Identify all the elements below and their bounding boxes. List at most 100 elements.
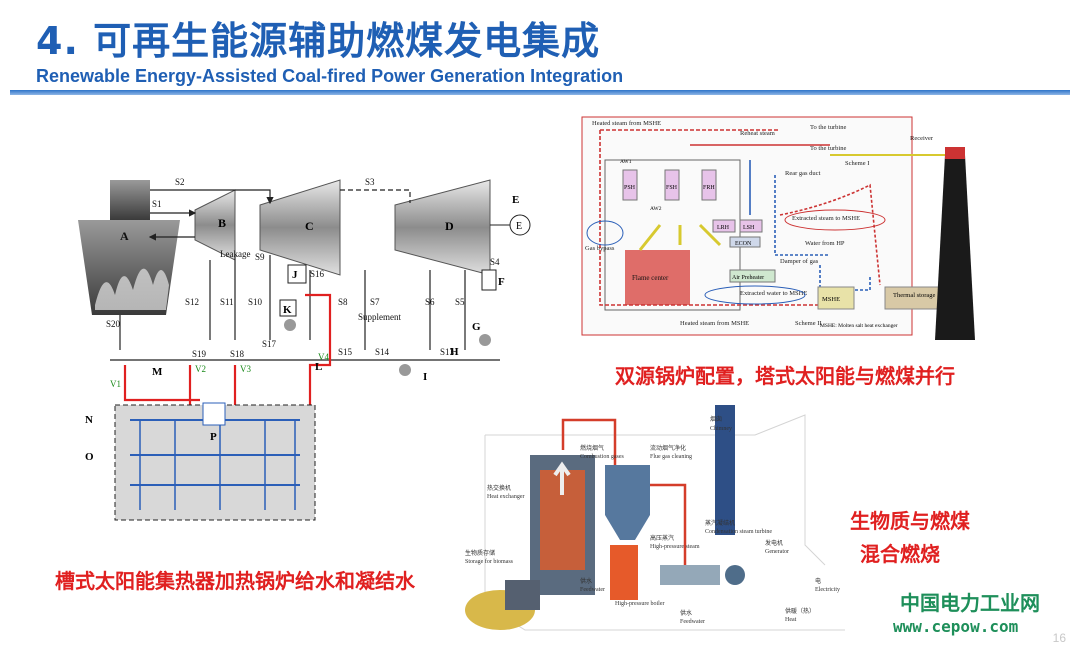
svg-text:S1: S1 [152,199,162,209]
svg-text:H: H [450,346,459,358]
solar-field: P N O [85,402,316,521]
svg-text:L: L [315,361,322,373]
svg-text:To the turbine: To the turbine [810,124,846,131]
svg-text:S13: S13 [440,347,455,357]
generator-e: E E [490,194,531,236]
svg-text:Scheme II: Scheme II [795,320,822,327]
slide-subtitle: Renewable Energy-Assisted Coal-fired Pow… [36,66,624,86]
svg-text:Flame center: Flame center [632,274,669,282]
svg-text:Feedwater: Feedwater [680,619,705,625]
svg-text:O: O [85,451,94,463]
svg-text:S9: S9 [255,252,265,262]
svg-text:供水: 供水 [580,577,592,585]
svg-text:电: 电 [815,577,821,585]
svg-text:AW1: AW1 [620,159,632,165]
solar-trough-caption: 槽式太阳能集热器加热锅炉给水和凝结水 [55,569,415,593]
svg-text:To the turbine: To the turbine [810,145,846,152]
biomass-pile [465,580,540,630]
svg-text:Heated steam from MSHE: Heated steam from MSHE [680,320,749,327]
svg-text:MSHE: Molten salt heat exchang: MSHE: Molten salt heat exchanger [820,323,898,329]
svg-text:M: M [152,366,163,378]
svg-text:Supplement: Supplement [358,312,401,322]
tower-solar-diagram: Heated steam from MSHE Reheat steam To t… [581,116,975,340]
red-feedwater-line [123,293,332,405]
svg-text:V4: V4 [318,352,329,362]
svg-text:燃烧烟气: 燃烧烟气 [580,444,604,452]
svg-text:S12: S12 [185,297,199,307]
svg-text:Storage for biomass: Storage for biomass [465,558,514,565]
svg-text:MSHE: MSHE [822,296,840,303]
svg-text:生物质存储: 生物质存储 [465,549,495,557]
svg-text:S7: S7 [370,297,380,307]
svg-text:供暖（热）: 供暖（热） [785,607,815,615]
svg-text:Extracted steam to MSHE: Extracted steam to MSHE [792,215,860,222]
svg-text:S5: S5 [455,297,465,307]
svg-text:S20: S20 [106,319,121,329]
svg-text:K: K [283,304,292,316]
svg-text:E: E [516,221,522,232]
tower-labels: Heated steam from MSHE Reheat steam To t… [585,120,934,327]
svg-text:LSH: LSH [743,225,755,231]
svg-text:V1: V1 [110,379,121,389]
turbine-generator [660,565,745,585]
svg-text:Receiver: Receiver [910,135,934,142]
rear-duct-units: LRH LSH ECON Air Preheater [712,219,776,283]
svg-text:S15: S15 [338,347,353,357]
svg-text:I: I [423,371,427,383]
chimney [715,405,735,535]
svg-text:Reheat steam: Reheat steam [740,130,775,137]
svg-text:S3: S3 [365,177,375,187]
svg-text:ECON: ECON [735,241,752,247]
svg-text:Combustion gases: Combustion gases [580,454,624,460]
turbine-d: D [394,179,491,276]
svg-text:S17: S17 [262,339,277,349]
svg-text:High-pressure steam: High-pressure steam [650,544,700,550]
svg-text:B: B [218,216,226,230]
svg-text:Damper of gas: Damper of gas [780,258,819,265]
svg-text:Scheme I: Scheme I [845,160,869,167]
svg-text:Generator: Generator [765,549,789,555]
svg-text:S10: S10 [248,297,263,307]
svg-text:Gas bypass: Gas bypass [585,245,615,252]
tower-flow-lines [599,129,960,306]
pipes [561,418,687,565]
svg-text:E: E [512,194,519,206]
svg-text:G: G [472,321,481,333]
svg-text:S11: S11 [220,297,234,307]
svg-text:LRH: LRH [717,225,730,231]
svg-text:FSH: FSH [666,185,678,191]
tower-solar-caption: 双源锅炉配置，塔式太阳能与燃煤并行 [615,364,955,388]
svg-text:Rear gas duct: Rear gas duct [785,170,821,177]
svg-text:PSH: PSH [624,185,636,191]
svg-text:Electricity: Electricity [815,587,840,593]
svg-text:S4: S4 [490,257,500,267]
svg-text:V2: V2 [195,364,206,374]
svg-text:J: J [292,269,298,281]
svg-text:Condensation steam turbine: Condensation steam turbine [705,529,772,535]
svg-text:F: F [498,276,505,288]
watermark-cn: 中国电力工业网 [900,591,1040,615]
solar-trough-diagram: A B C D E E S1 [78,177,531,521]
svg-text:D: D [445,219,454,233]
valve-labels: V1 V2 V3 V4 [110,352,329,389]
svg-text:烟囱: 烟囱 [710,415,722,423]
watermark-url: www.cepow.com [893,617,1019,636]
solar-tower [935,147,975,340]
biomass-caption-line2: 混合燃烧 [860,542,940,566]
boiler-a: A [78,180,180,315]
svg-text:AW2: AW2 [650,206,662,212]
svg-text:S8: S8 [338,297,348,307]
unit-boxes: J K F G H I L M [152,264,505,383]
svg-text:Thermal storage: Thermal storage [893,292,936,299]
svg-text:S6: S6 [425,297,435,307]
svg-text:Feedwater: Feedwater [580,587,605,593]
svg-text:热交换机: 热交换机 [487,484,511,492]
svg-text:S16: S16 [310,269,325,279]
svg-text:Water from HP: Water from HP [805,240,845,247]
biomass-caption-line1: 生物质与燃煤 [850,509,970,533]
svg-text:A: A [120,229,129,243]
msh-storage: MSHE Thermal storage MSHE: Molten salt h… [817,286,944,329]
svg-text:Chimney: Chimney [710,426,732,432]
svg-text:Heated steam from MSHE: Heated steam from MSHE [592,120,661,127]
biomass-diagram: 烟囱 Chimney 燃烧烟气 Combustion gases 流动烟气净化 … [465,405,845,631]
